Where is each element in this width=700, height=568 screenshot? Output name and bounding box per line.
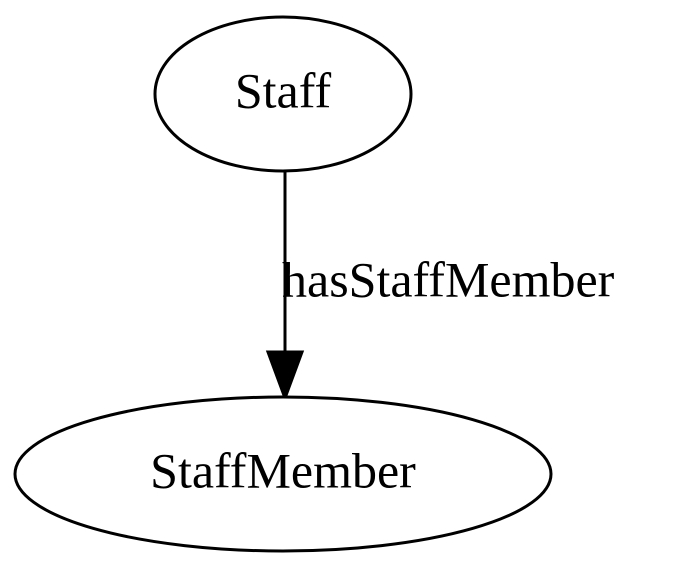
arrowhead-icon [265,350,305,403]
node-staff-member: StaffMember [13,395,553,553]
node-staff-label: Staff [235,62,332,118]
edge-has-staff-member: hasStaffMember [265,172,615,403]
node-staff-ellipse [153,15,413,173]
node-staff-member-label: StaffMember [150,442,416,498]
node-staff: Staff [153,15,413,173]
node-staff-member-ellipse [13,395,553,553]
edge-label: hasStaffMember [282,251,615,307]
